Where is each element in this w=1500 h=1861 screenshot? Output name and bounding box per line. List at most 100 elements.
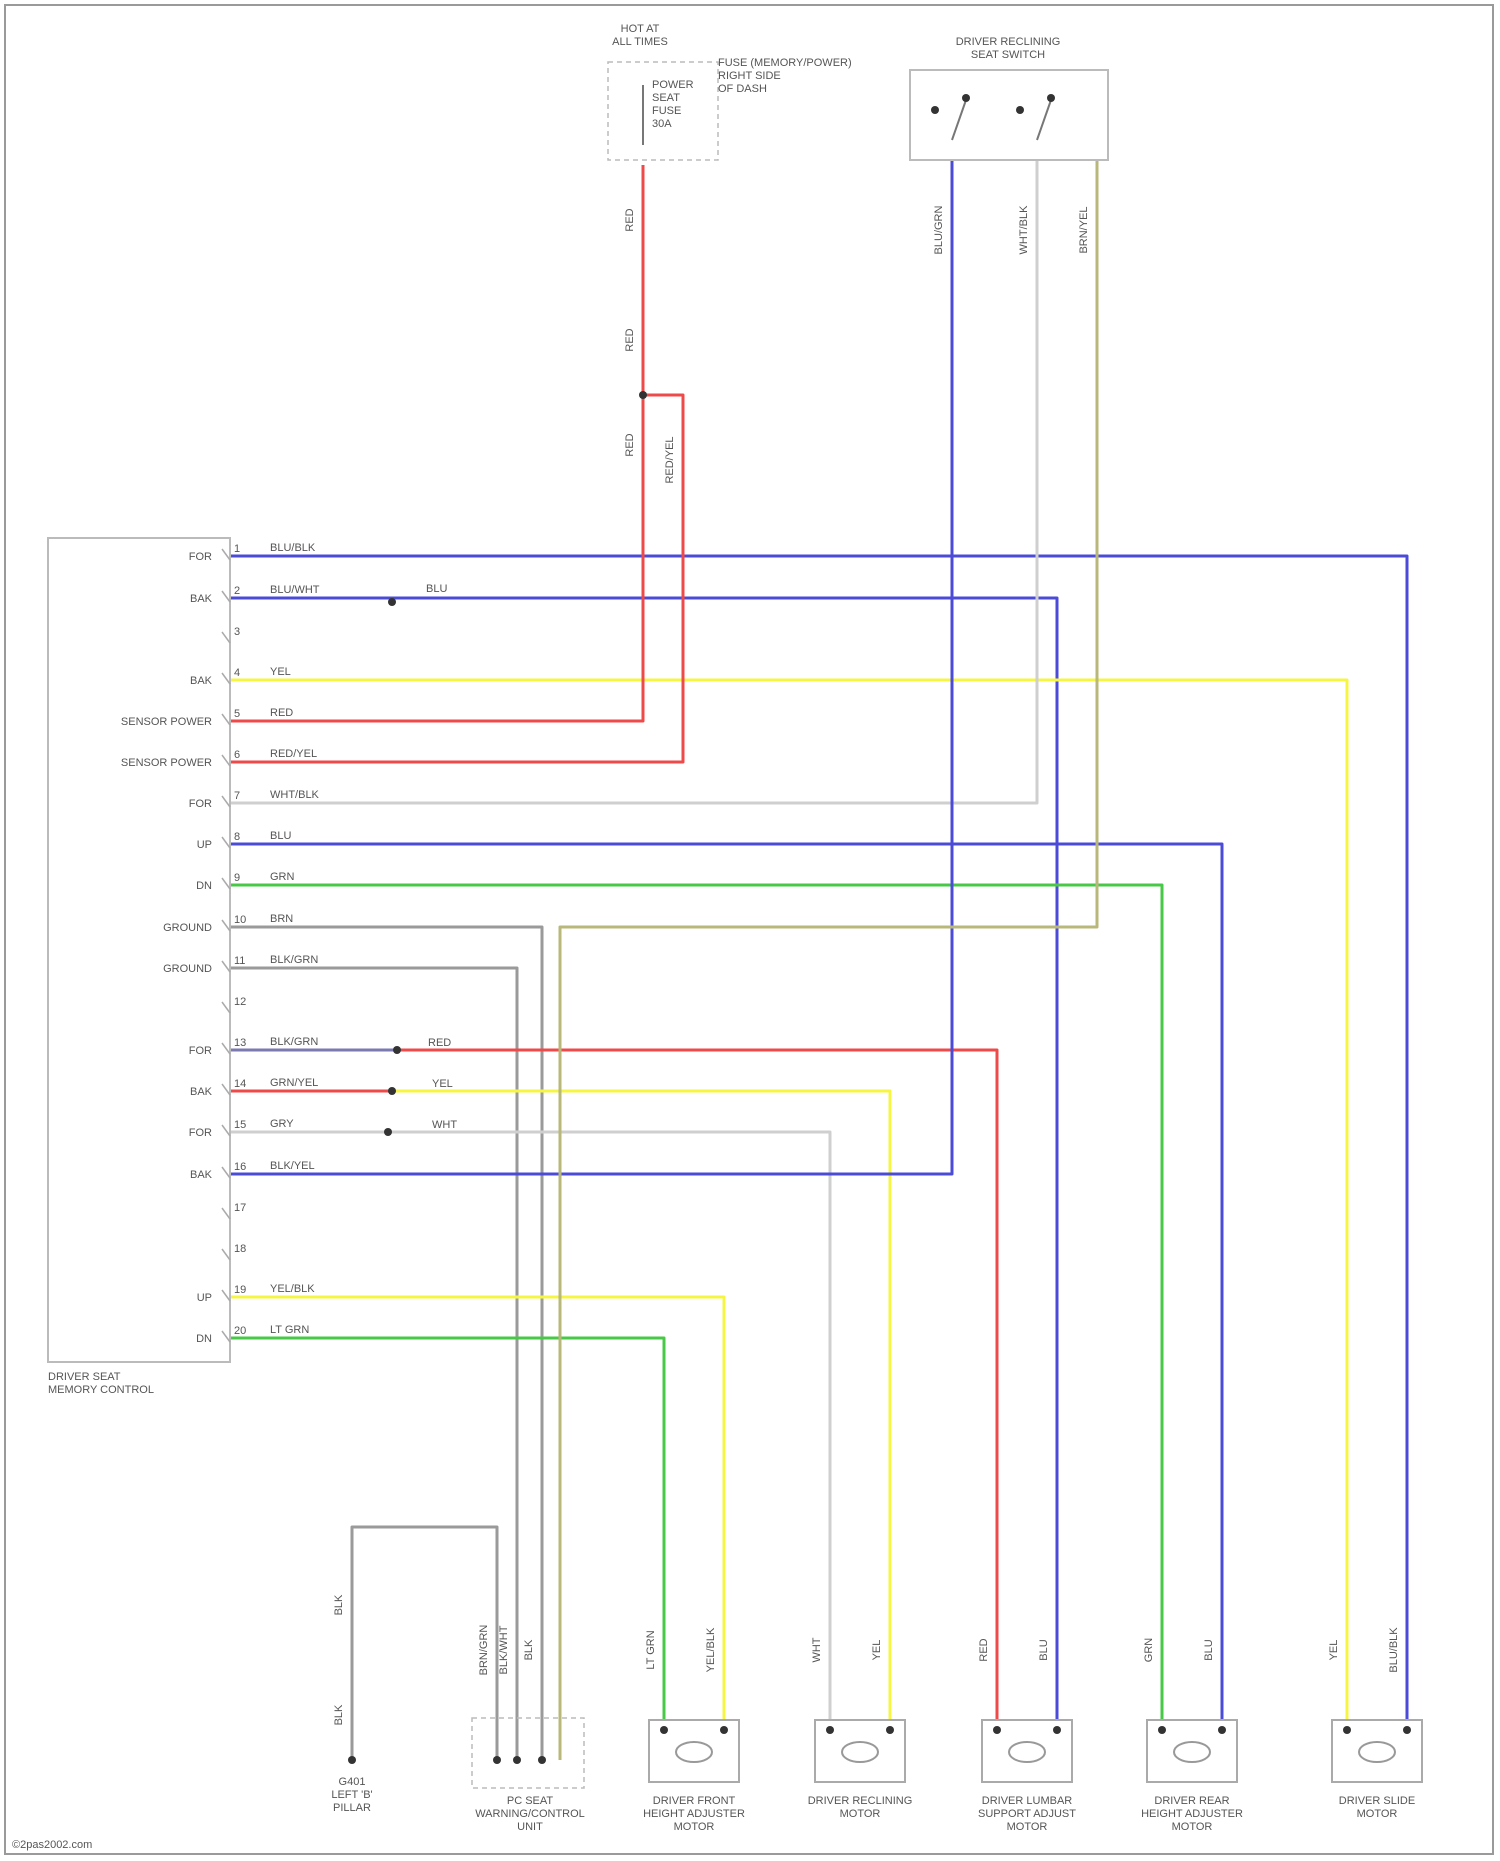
splice-dot xyxy=(388,1087,396,1095)
wire-pin8 xyxy=(230,844,1222,1730)
wire-label: RED xyxy=(624,433,636,456)
switch-contact xyxy=(952,100,966,140)
module-pin-16 xyxy=(222,1167,230,1178)
splice-dot xyxy=(538,1756,546,1764)
splice-dot xyxy=(1403,1726,1411,1734)
pin-number: 13 xyxy=(234,1037,246,1049)
splice-label: YEL xyxy=(432,1078,453,1090)
watermark: ©2pas2002.com xyxy=(12,1839,92,1851)
pin-wire-color: LT GRN xyxy=(270,1324,309,1336)
component-label: DRIVER RECLININGMOTOR xyxy=(808,1795,913,1820)
pin-wire-color: BLU xyxy=(270,830,291,842)
splice-dot xyxy=(1343,1726,1351,1734)
wire-pin14-yellow xyxy=(392,1091,890,1730)
splice-dot xyxy=(660,1726,668,1734)
wire-label: BLK/WHT xyxy=(498,1625,510,1674)
wire-pin20 xyxy=(230,1338,664,1730)
splice-label: BLU xyxy=(426,583,447,595)
splice-dot xyxy=(493,1756,501,1764)
pin-name: BAK xyxy=(190,675,213,687)
pin-name: FOR xyxy=(189,1045,212,1057)
pin-number: 10 xyxy=(234,914,246,926)
splice-dot xyxy=(993,1726,1001,1734)
module-pin-14 xyxy=(222,1084,230,1095)
wire-label: WHT/BLK xyxy=(1018,205,1030,255)
pin-number: 2 xyxy=(234,585,240,597)
splice-dot xyxy=(931,106,939,114)
module-pin-8 xyxy=(222,837,230,848)
wire-label: BLK xyxy=(523,1639,535,1660)
component-label: DRIVER LUMBARSUPPORT ADJUSTMOTOR xyxy=(978,1795,1076,1833)
pin-wire-color: BLU/WHT xyxy=(270,584,320,596)
pin-name: BAK xyxy=(190,1169,213,1181)
splice-dot xyxy=(384,1128,392,1136)
module-pin-1 xyxy=(222,549,230,560)
module-pin-6 xyxy=(222,755,230,766)
splice-dot xyxy=(886,1726,894,1734)
pin-name: GROUND xyxy=(163,922,212,934)
wire-ground xyxy=(352,1527,497,1760)
wire-label: WHT xyxy=(811,1637,823,1662)
switch-contact xyxy=(1037,100,1051,140)
splice-dot xyxy=(962,94,970,102)
wire-label: RED xyxy=(624,328,636,351)
splice-label: RED xyxy=(428,1037,451,1049)
pin-number: 4 xyxy=(234,667,240,679)
module-pin-12 xyxy=(222,1002,230,1013)
splice-dot xyxy=(1158,1726,1166,1734)
pin-number: 8 xyxy=(234,831,240,843)
pin-number: 14 xyxy=(234,1078,246,1090)
components-layer xyxy=(48,62,1422,1788)
pin-wire-color: BRN xyxy=(270,913,293,925)
pin-name: GROUND xyxy=(163,963,212,975)
pin-number: 9 xyxy=(234,872,240,884)
pin-name: FOR xyxy=(189,798,212,810)
pin-number: 16 xyxy=(234,1161,246,1173)
wire-label: BLK xyxy=(333,1594,345,1615)
pin-number: 20 xyxy=(234,1325,246,1337)
pin-name: BAK xyxy=(190,593,213,605)
wire-label: YEL xyxy=(871,1640,883,1661)
module-pin-4 xyxy=(222,673,230,684)
switch-box xyxy=(910,70,1108,160)
wire-pin16 xyxy=(230,160,952,1174)
pin-number: 19 xyxy=(234,1284,246,1296)
module-pin-15 xyxy=(222,1125,230,1136)
splice-dot xyxy=(1218,1726,1226,1734)
wires-layer xyxy=(230,160,1407,1760)
module-pin-11 xyxy=(222,961,230,972)
pin-name: FOR xyxy=(189,551,212,563)
pin-wire-color: WHT/BLK xyxy=(270,789,320,801)
component-label: DRIVER FRONTHEIGHT ADJUSTERMOTOR xyxy=(643,1795,745,1833)
wire-label: RED/YEL xyxy=(664,436,676,483)
wire-pin2 xyxy=(230,598,1057,1730)
pin-name: DN xyxy=(196,880,212,892)
pin-name: SENSOR POWER xyxy=(121,757,212,769)
splice-pin2 xyxy=(388,598,396,606)
wire-pin9 xyxy=(230,885,1162,1730)
pin-number: 12 xyxy=(234,996,246,1008)
pin-wire-color: YEL/BLK xyxy=(270,1283,315,1295)
module-pin-13 xyxy=(222,1043,230,1054)
pin-number: 17 xyxy=(234,1202,246,1214)
wire-label: GRN xyxy=(1143,1638,1155,1663)
pin-wire-color: BLK/GRN xyxy=(270,1036,318,1048)
pin-wire-color: BLU/BLK xyxy=(270,542,316,554)
component-box xyxy=(472,1718,584,1788)
wire-pin5 xyxy=(230,395,643,721)
pin-name: UP xyxy=(197,839,212,851)
pin-number: 11 xyxy=(234,955,245,967)
wire-label: YEL xyxy=(1328,1640,1340,1661)
pin-wire-color: RED/YEL xyxy=(270,748,317,760)
switch-title: DRIVER RECLININGSEAT SWITCH xyxy=(956,36,1061,61)
splice-dot xyxy=(513,1756,521,1764)
module-pin-9 xyxy=(222,878,230,889)
module-pin-2 xyxy=(222,591,230,602)
